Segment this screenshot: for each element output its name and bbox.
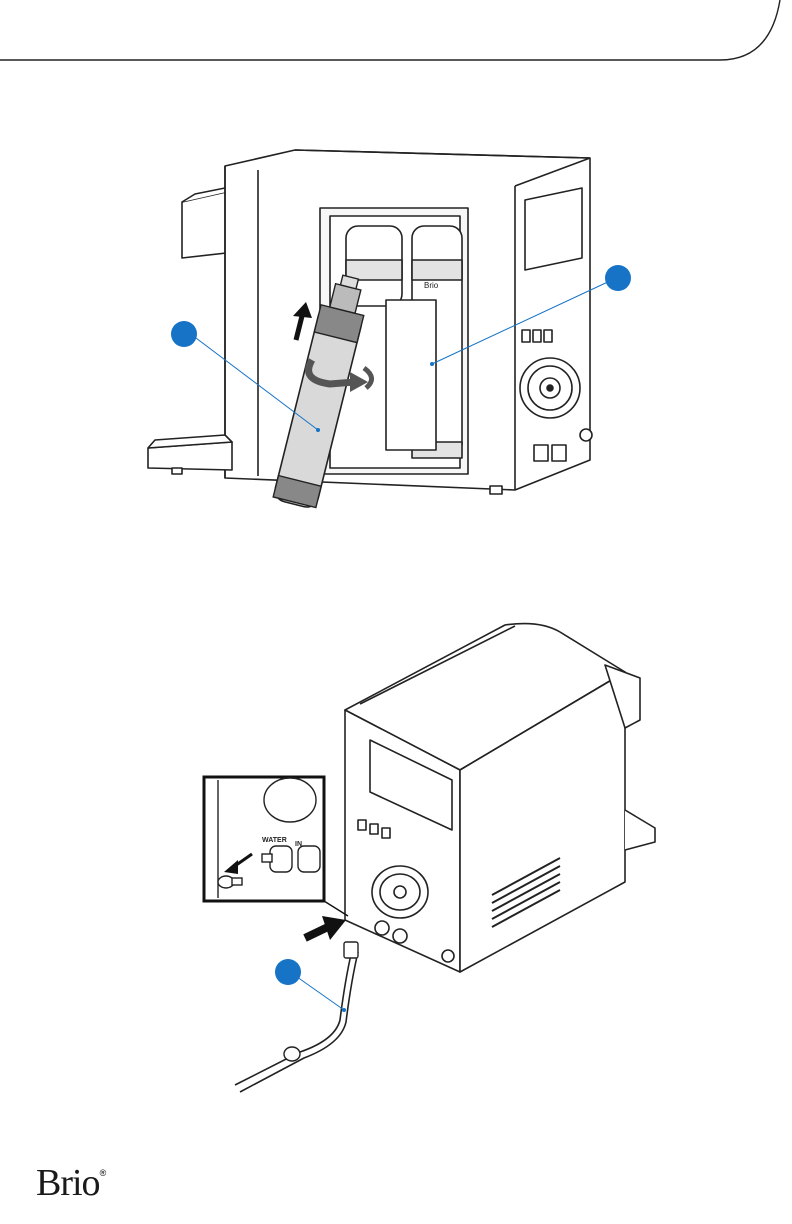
registered-mark: ® [100, 1168, 107, 1178]
brio-logo: Brio® [36, 1160, 126, 1206]
callout-hose [275, 959, 346, 1012]
port-label-water: WATER [262, 837, 287, 844]
insert-arrow-icon [305, 916, 346, 940]
filter-replacement-illustration: Brio [0, 130, 792, 510]
brand-name: Brio [36, 1162, 100, 1204]
tank-label: Brio [424, 281, 439, 290]
water-inlet-illustration: WATER IN [0, 620, 792, 1100]
inlet-detail-inset: WATER IN [204, 777, 324, 901]
page-corner-curve [0, 0, 792, 70]
